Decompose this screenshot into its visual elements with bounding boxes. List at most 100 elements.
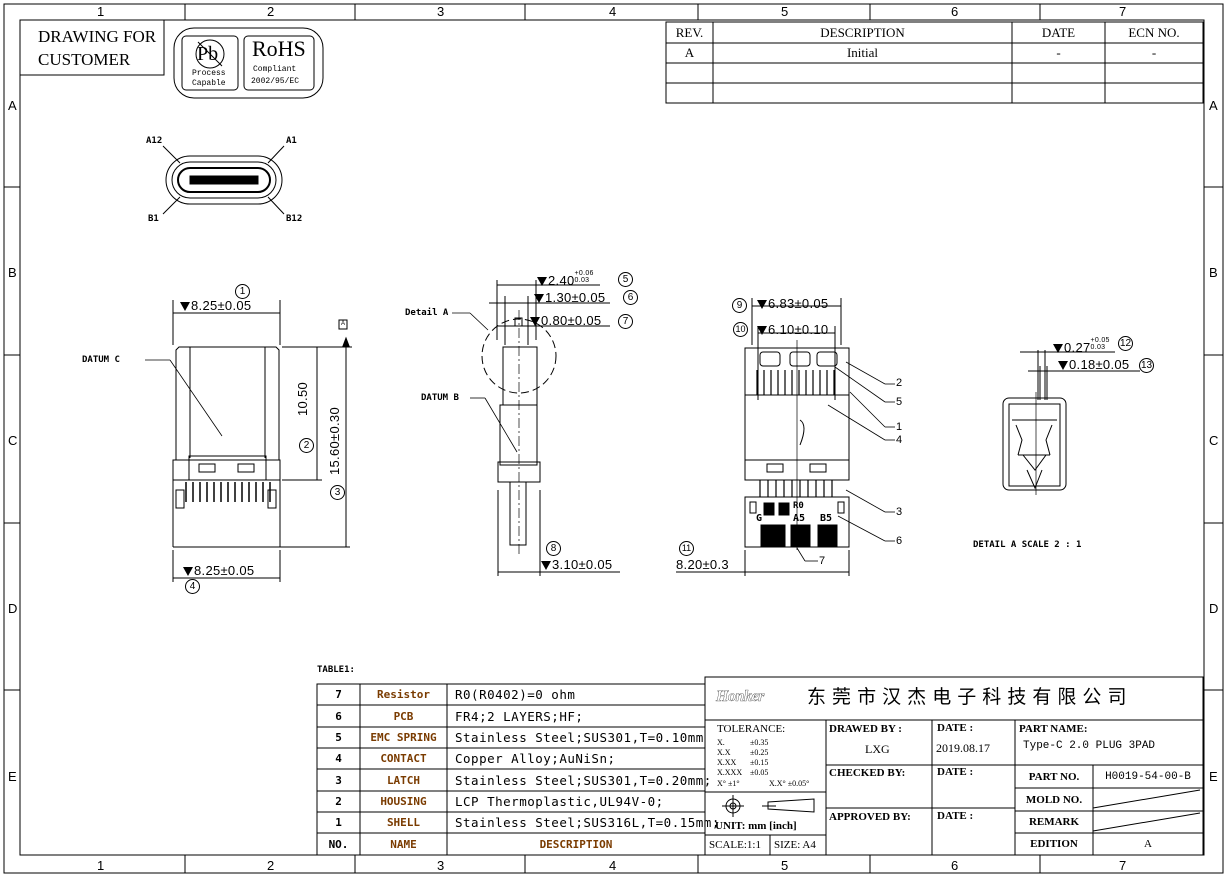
bom-name: Resistor	[377, 688, 430, 701]
dim-shell-width: 6.83±0.05	[757, 297, 828, 310]
bom-desc: LCP Thermoplastic,UL94V-0;	[455, 794, 664, 809]
top-view	[145, 300, 352, 582]
tol-minus: 0.03	[1090, 344, 1106, 351]
date-label: DATE :	[937, 810, 974, 822]
rev-header: REV.	[675, 24, 704, 40]
part-callout-6: 6	[896, 535, 903, 547]
pb-caption: Process	[192, 69, 226, 78]
bom-name: HOUSING	[380, 795, 427, 808]
dim-balloon: 4	[185, 579, 200, 594]
dim-balloon: 3	[330, 485, 345, 500]
bom-name: PCB	[393, 709, 414, 723]
edition-value: A	[1144, 838, 1152, 850]
dim-contact-width: 0.18±0.05	[1058, 358, 1129, 371]
scale-label: SCALE:1:1	[709, 839, 761, 851]
bom-desc: Stainless Steel;SUS301,T=0.10mm	[455, 730, 704, 745]
bom-name: CONTACT	[380, 752, 427, 765]
tol-plus: +0.06	[574, 270, 594, 277]
bom-no: 5	[335, 731, 342, 744]
detail-view	[1002, 350, 1140, 495]
bom-name: SHELL	[386, 816, 421, 829]
pin-label-b12: B12	[286, 214, 303, 224]
part-callout-3: 3	[896, 506, 903, 518]
rev-cell: -	[1056, 45, 1061, 60]
tolerance-label: TOLERANCE:	[717, 723, 786, 735]
dim-balloon: 2	[299, 438, 314, 453]
dim-balloon: 11	[679, 541, 694, 556]
dim-overall-width: 8.20±0.3	[676, 557, 729, 572]
dim-overall-length: 15.60±0.30	[327, 407, 342, 475]
grid-row: E	[8, 769, 17, 784]
bom-no: 1	[335, 816, 342, 829]
pad-label-g: G	[756, 513, 763, 524]
company-logo: Honker	[716, 688, 764, 705]
dim-balloon: 8	[546, 541, 561, 556]
dim-balloon: 5	[618, 272, 633, 287]
detail-a-caption: DETAIL A SCALE 2 : 1	[973, 540, 1082, 550]
rohs-caption: Compliant	[253, 65, 297, 74]
mold-no-label: MOLD NO.	[1025, 793, 1083, 806]
header-note-line2: CUSTOMER	[38, 50, 131, 69]
size-label: SIZE: A4	[774, 839, 816, 851]
dim-contact-thickness: 0.80±0.05	[530, 314, 601, 327]
angle-tolerance: X° ±1°	[717, 779, 740, 788]
datum-a-label: A	[341, 321, 346, 327]
checked-by-label: CHECKED BY:	[829, 767, 906, 779]
grid-col: 4	[609, 858, 617, 873]
rev-header: DATE	[1041, 24, 1076, 40]
pad-label-b5: B5	[820, 513, 833, 524]
outer-frame	[3, 3, 1224, 874]
rev-header: DESCRIPTION	[820, 24, 905, 40]
grid-col: 3	[437, 858, 445, 873]
dim-width-bottom: 8.25±0.05	[183, 564, 254, 577]
grid-col: 2	[267, 858, 275, 873]
dim-length-shell: 10.50	[295, 381, 310, 416]
grid-col: 2	[267, 4, 275, 19]
end-view	[162, 145, 285, 215]
grid-row: B	[1209, 265, 1218, 280]
dim-value: 0.27	[1064, 340, 1091, 355]
rev-cell: Initial	[846, 45, 879, 60]
pad-label-r0: R0	[793, 501, 804, 511]
date-label: DATE :	[937, 722, 974, 734]
pb-circle	[195, 39, 225, 69]
angle-tolerance-decimal: X.X° ±0.05°	[769, 779, 810, 788]
grid-col: 7	[1119, 4, 1127, 19]
grid-row: D	[8, 601, 18, 616]
bom-desc: Copper Alloy;AuNiSn;	[455, 751, 616, 766]
part-no-label: PART NO.	[1028, 770, 1080, 783]
badge-outline	[173, 27, 324, 99]
dim-balloon: 1	[235, 284, 250, 299]
grid-row: D	[1209, 601, 1219, 616]
edition-label: EDITION	[1030, 838, 1078, 850]
grid-col: 5	[781, 4, 789, 19]
bom-header-no: NO.	[328, 837, 349, 851]
dim-balloon: 6	[623, 290, 638, 305]
grid-col: 1	[97, 858, 105, 873]
tol-plus: +0.05	[1090, 337, 1110, 344]
tolerance-value: ±0.35	[750, 738, 769, 747]
bom-no: 4	[335, 752, 342, 765]
part-callout-7: 7	[819, 555, 826, 567]
drawn-by-value: LXG	[865, 742, 890, 756]
dim-balloon: 7	[618, 314, 633, 329]
grid-row: A	[1209, 98, 1218, 113]
detail-a-callout: Detail A	[405, 308, 449, 318]
part-callout-2: 2	[896, 377, 903, 389]
bom-desc: R0(R0402)=0 ohm	[455, 687, 576, 702]
part-callout-1: 1	[896, 421, 903, 433]
grid-row: A	[8, 98, 17, 113]
dim-housing-width: 6.10±0.10	[757, 323, 828, 336]
bottom-view	[676, 298, 895, 576]
dim-balloon: 10	[733, 322, 748, 337]
grid-row: E	[1209, 769, 1218, 784]
grid-col: 1	[97, 4, 105, 19]
grid-col: 4	[609, 4, 617, 19]
rev-header: ECN NO.	[1128, 24, 1180, 40]
pin-label-a12: A12	[146, 136, 163, 146]
grid-col: 6	[951, 4, 959, 19]
